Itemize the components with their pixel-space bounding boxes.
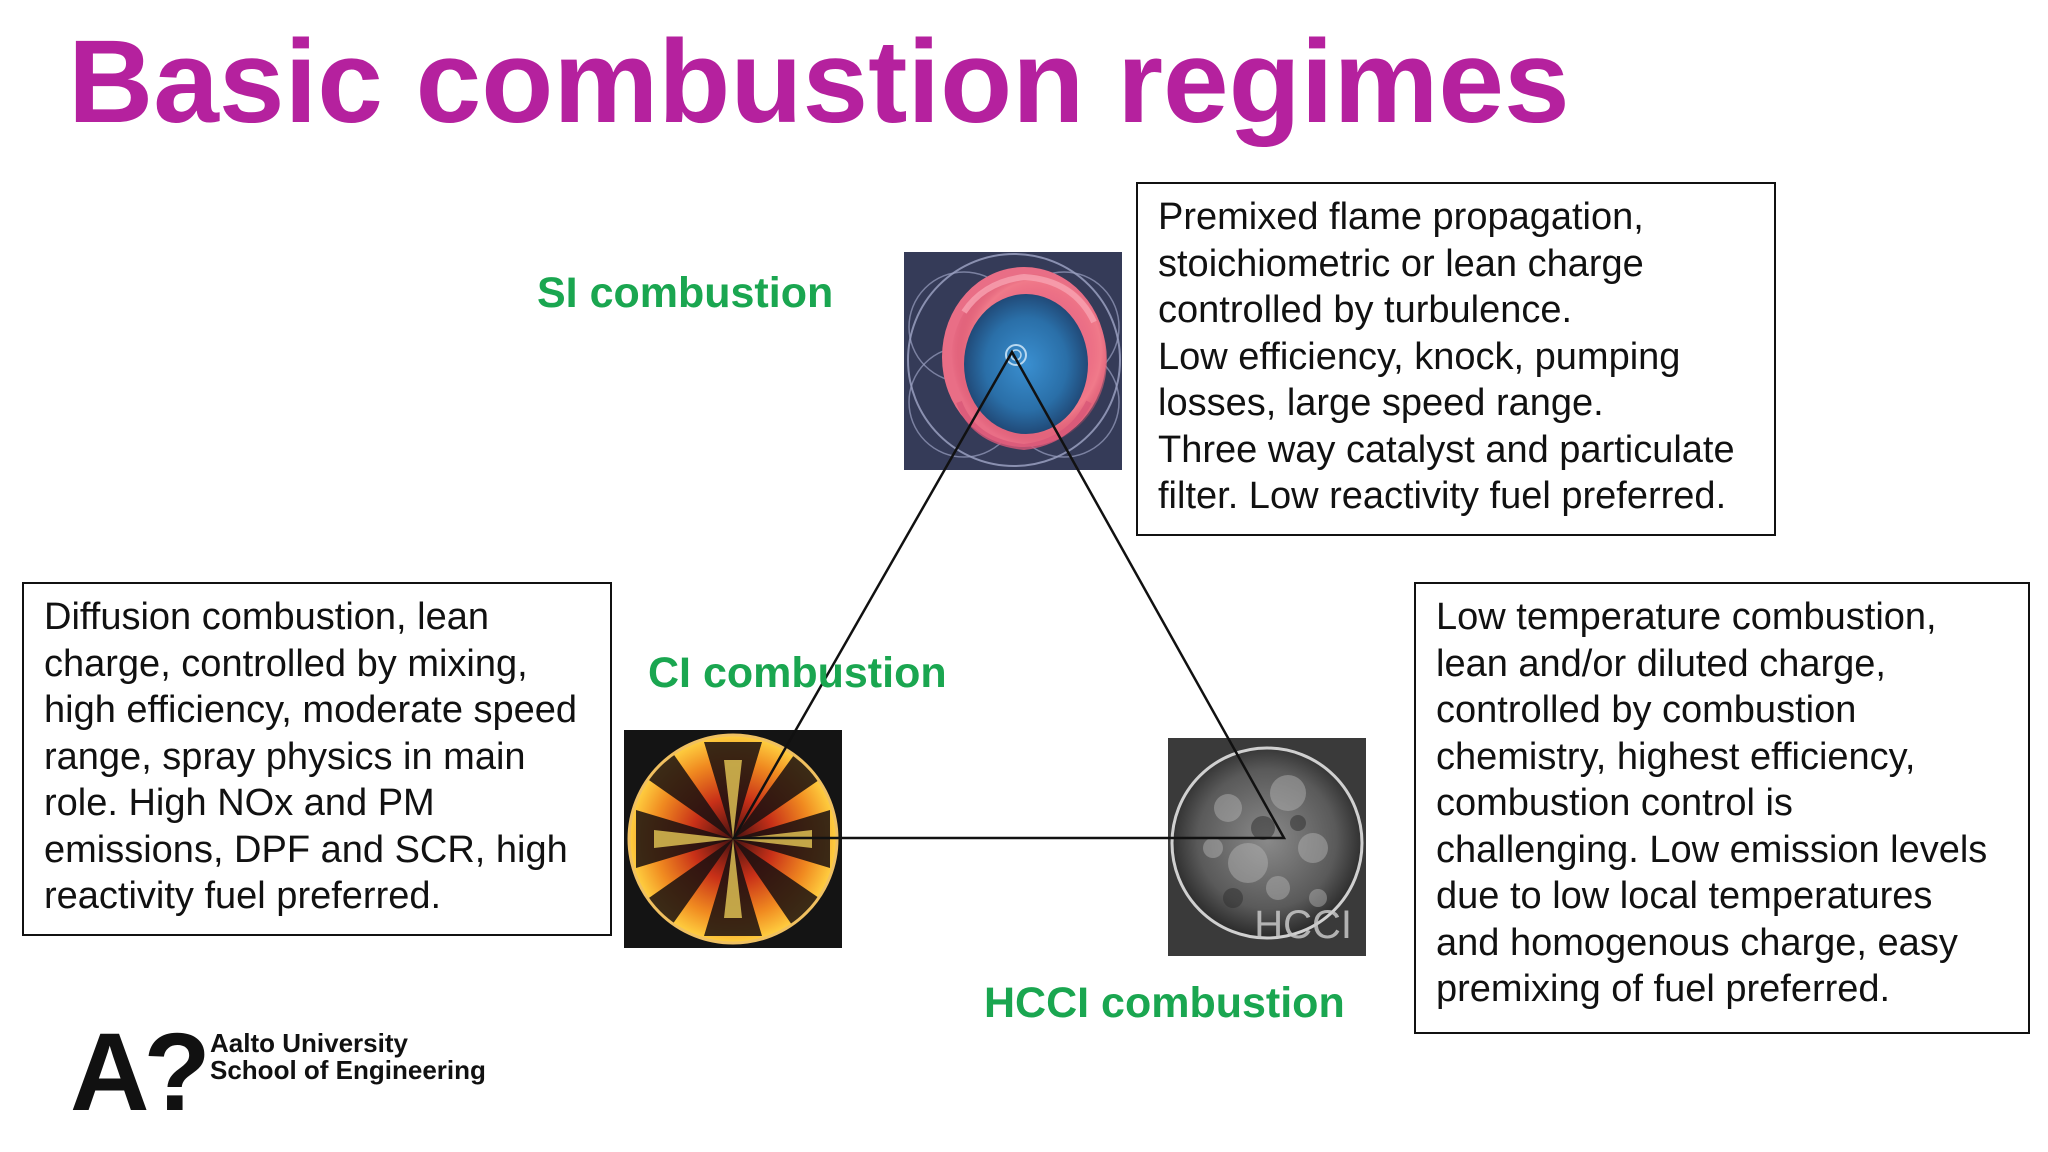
ci-description-line: reactivity fuel preferred.	[44, 875, 442, 917]
si-description-line: losses, large speed range.	[1158, 382, 1604, 424]
institution-line-school: School of Engineering	[210, 1055, 486, 1085]
aalto-logo-mark: A?	[70, 1011, 211, 1134]
institution-name: Aalto University School of Engineering	[210, 1030, 486, 1084]
si-description-line: filter. Low reactivity fuel preferred.	[1158, 475, 1727, 517]
hcci-description-line: and homogenous charge, easy	[1436, 921, 1958, 964]
si-description-line: Low efficiency, knock, pumping	[1158, 335, 1681, 378]
si-description-line: stoichiometric or lean charge	[1158, 242, 1644, 285]
hcci-combustion-label: HCCI combustion	[984, 979, 1345, 1027]
ci-combustion-label: CI combustion	[648, 649, 947, 697]
hcci-description-line: combustion control is	[1436, 782, 1793, 824]
ci-description-line: high efficiency, moderate speed	[44, 689, 578, 731]
hcci-description-line: lean and/or diluted charge,	[1436, 642, 1886, 685]
hcci-description-line: due to low local temperatures	[1436, 875, 1933, 917]
ci-description-line: emissions, DPF and SCR, high	[44, 828, 568, 871]
ci-description-line: role. High NOx and PM	[44, 782, 435, 824]
si-combustion-label: SI combustion	[537, 269, 834, 317]
hcci-description-line: chemistry, highest efficiency,	[1436, 735, 1916, 778]
hcci-description-box: Low temperature combustion, lean and/or …	[1414, 582, 2030, 1034]
hcci-photo: HCCI	[1168, 738, 1366, 956]
hcci-description-line: challenging. Low emission levels	[1436, 828, 1988, 871]
si-flame-photo	[904, 252, 1122, 470]
ci-description-line: Diffusion combustion, lean	[44, 596, 489, 638]
si-description-box: Premixed flame propagation, stoichiometr…	[1136, 182, 1776, 536]
si-description-line: Three way catalyst and particulate	[1158, 428, 1735, 471]
ci-description-box: Diffusion combustion, lean charge, contr…	[22, 582, 612, 936]
ci-description-line: charge, controlled by mixing,	[44, 642, 528, 685]
ci-description-line: range, spray physics in main	[44, 735, 526, 778]
slide-title: Basic combustion regimes	[68, 16, 1570, 148]
hcci-description-line: premixing of fuel preferred.	[1436, 968, 1891, 1010]
hcci-photo-caption: HCCI	[1254, 903, 1352, 947]
institution-line-university: Aalto University	[210, 1028, 408, 1058]
hcci-description-line: Low temperature combustion,	[1436, 596, 1937, 638]
hcci-description-line: controlled by combustion	[1436, 689, 1857, 731]
si-description-line: controlled by turbulence.	[1158, 289, 1573, 331]
si-description-line: Premixed flame propagation,	[1158, 196, 1644, 238]
